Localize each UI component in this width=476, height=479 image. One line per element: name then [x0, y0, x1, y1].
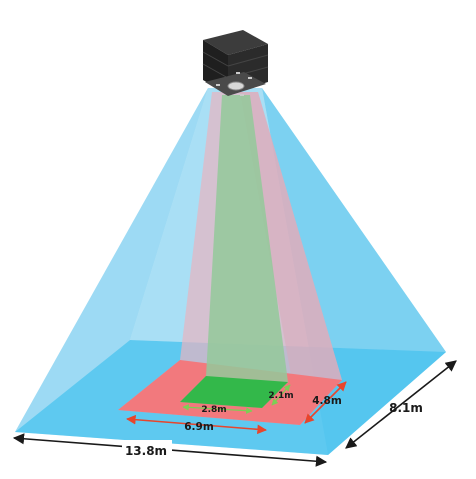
camera-icon	[202, 30, 269, 96]
medium-width-arrow	[126, 414, 267, 435]
small-depth-label: 2.1m	[268, 391, 293, 401]
dimension-labels: 13.8m 8.1m 6.9m 4.8m 2.8m 2.1m	[122, 391, 423, 458]
small-depth-arrow	[271, 384, 291, 406]
medium-cone-right-face	[240, 92, 342, 425]
medium-depth-arrow	[304, 381, 347, 424]
small-width-arrow	[182, 404, 253, 414]
small-cone	[180, 95, 288, 408]
large-depth-arrow	[345, 360, 457, 449]
medium-width-label: 6.9m	[184, 421, 214, 433]
large-width-label: 13.8m	[125, 444, 167, 458]
small-width-label: 2.8m	[201, 405, 226, 415]
small-floor-area	[180, 376, 288, 408]
dimension-arrows	[12, 360, 457, 467]
small-field-of-view	[180, 95, 288, 408]
medium-depth-label: 4.8m	[312, 395, 342, 407]
large-depth-label: 8.1m	[389, 401, 423, 415]
